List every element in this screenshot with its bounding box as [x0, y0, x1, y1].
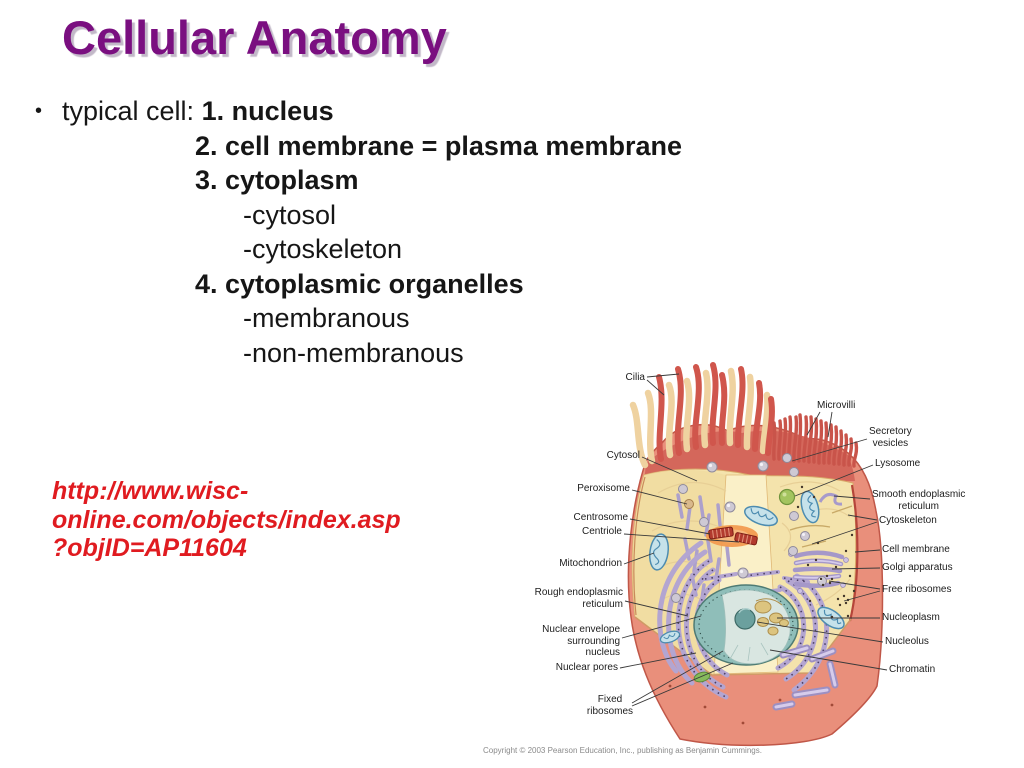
url-line-1[interactable]: http://www.wisc-	[52, 477, 249, 505]
diagram-label-secretory-vesicles: Secretory vesicles	[869, 426, 912, 449]
diagram-label-fixed-ribosomes: Fixed ribosomes	[586, 694, 634, 717]
bullet-marker: •	[35, 100, 43, 122]
nuclear-envelope-pores	[698, 589, 794, 661]
list-line-4: -cytosol	[243, 199, 337, 230]
leader-lines	[619, 373, 888, 707]
nucleus-group	[693, 584, 799, 666]
centriole-group	[706, 525, 758, 547]
diagram-label-cytoskeleton: Cytoskeleton	[879, 515, 937, 526]
diagram-label-nucleolus: Nucleolus	[885, 636, 929, 647]
list-line-3: 3. cytoplasm	[195, 165, 359, 195]
golgi-apparatus	[792, 550, 845, 588]
left-edge-line	[633, 476, 646, 616]
vesicles-group	[671, 453, 827, 603]
list-line-7: -membranous	[243, 303, 410, 333]
diagram-label-cell-membrane: Cell membrane	[882, 544, 950, 555]
list-line-1: • typical cell: 1. nucleus	[35, 94, 682, 129]
nucleoplasm-lines	[729, 642, 769, 662]
diagram-label-centriole: Centriole	[581, 526, 622, 537]
diagram-label-peroxisome: Peroxisome	[577, 483, 630, 494]
diagram-label-smooth-er: Smooth endoplasmic reticulum	[872, 489, 966, 512]
diagram-label-free-ribosomes: Free ribosomes	[882, 584, 952, 595]
diagram-label-lysosome: Lysosome	[875, 458, 921, 469]
diagram-label-centrosome: Centrosome	[573, 512, 628, 523]
diagram-label-cytosol: Cytosol	[606, 450, 640, 461]
chromatin-blobs	[754, 598, 789, 636]
diagram-label-chromatin: Chromatin	[889, 664, 936, 675]
url-line-2[interactable]: online.com/objects/index.asp	[52, 505, 401, 534]
copyright-text: Copyright © 2003 Pearson Education, Inc.…	[483, 746, 762, 755]
front-face-dots	[668, 684, 834, 725]
bullet-list: • typical cell: 1. nucleus 2. cell membra…	[35, 94, 682, 370]
list-line-5: -cytoskeleton	[243, 234, 403, 264]
slide-title: Cellular Anatomy	[62, 11, 447, 64]
list-line-1-bold: 1. nucleus	[201, 96, 334, 126]
diagram-label-microvilli: Microvilli	[817, 400, 856, 411]
cell-illustration	[627, 362, 884, 747]
list-line-2: 2. cell membrane = plasma membrane	[195, 130, 682, 161]
cytoskeleton-filaments	[789, 505, 853, 548]
url-line-3[interactable]: ?objID=AP11604	[52, 534, 247, 562]
diagram-label-cilia: Cilia	[625, 372, 645, 383]
list-line-6: 4. cytoplasmic organelles	[195, 268, 524, 299]
diagram-label-nuclear-pores: Nuclear pores	[555, 662, 618, 673]
list-line-8: -non-membranous	[243, 337, 464, 368]
diagram-label-golgi: Golgi apparatus	[882, 562, 953, 573]
list-line-1-regular: typical cell:	[62, 96, 202, 126]
diagram-label-mitochondrion: Mitochondrion	[559, 558, 622, 569]
resource-link[interactable]: http://www.wisc- online.com/objects/inde…	[52, 477, 401, 563]
diagram-label-nuclear-envelope: Nuclear envelope surrounding nucleus	[542, 624, 620, 658]
nucleus-cut-face	[721, 589, 791, 665]
cilia-group	[629, 362, 775, 469]
diagram-label-nucleoplasm: Nucleoplasm	[882, 612, 940, 623]
peroxisome-shape	[684, 499, 694, 509]
diagram-label-rough-er: Rough endoplasmic reticulum	[534, 587, 623, 610]
mitochondria-group	[648, 490, 845, 644]
